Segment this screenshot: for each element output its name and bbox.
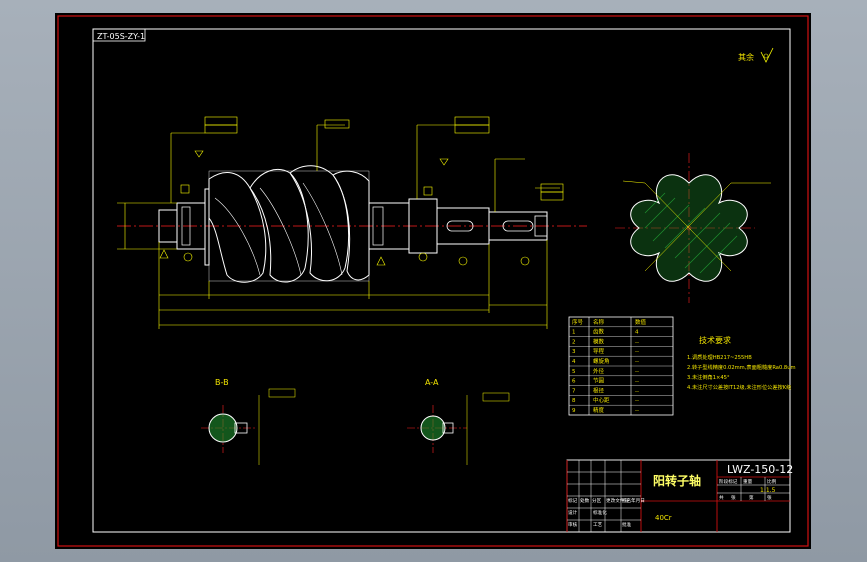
param-cell: 螺旋角 <box>593 357 610 365</box>
param-cell: 齿数 <box>593 328 605 336</box>
param-cell: -- <box>635 369 639 375</box>
title-block: 阳转子轴 LWZ-150-12 40Cr 1:1.5 标记处数分区更改文件号签名… <box>566 459 793 533</box>
rotor-lobe-2 <box>249 169 309 283</box>
param-cell: -- <box>635 339 639 345</box>
shaft-end-thread <box>534 215 548 237</box>
section-a: A-A <box>407 378 510 465</box>
param-cell: -- <box>635 349 639 355</box>
corner-code-box <box>92 28 146 42</box>
shaft-step-left-4 <box>204 188 210 266</box>
drawing-number: LWZ-150-12 <box>727 463 793 476</box>
keyway-1 <box>446 220 474 232</box>
rotor-shaft-main-view <box>117 165 587 283</box>
rotor-lobe-4 <box>332 170 370 281</box>
param-cell: 6 <box>572 379 576 385</box>
title-block-cell: 张 <box>767 494 772 501</box>
param-cell: 模数 <box>593 337 605 345</box>
datum-markers <box>159 150 530 266</box>
param-cell: 1 <box>572 330 576 336</box>
param-cell: 导程 <box>593 347 605 355</box>
drawing-canvas[interactable]: ZT-05S-ZY-1 其余 <box>55 13 811 549</box>
param-cell: 9 <box>572 408 576 414</box>
rotor-helix-1 <box>214 197 261 276</box>
tech-req-line: 4.未注尺寸公差按IT12级,未注形位公差按K级 <box>687 383 791 391</box>
tech-req-line: 2.转子型线精度0.02mm,表面粗糙度Ra0.8um <box>687 363 796 371</box>
technical-requirements: 技术要求 1.调质处理HB217~255HB 2.转子型线精度0.02mm,表面粗… <box>687 335 796 391</box>
title-block-cell: 比例 <box>767 478 777 485</box>
param-cell: 外径 <box>593 367 605 375</box>
title-block-cell: 重量 <box>743 478 753 485</box>
param-header-cell: 序号 <box>572 318 584 326</box>
section-label-b: B-B <box>215 378 229 387</box>
tech-req-line: 3.未注倒角1×45° <box>687 373 730 381</box>
title-block-cell: 标准化 <box>593 509 607 516</box>
param-cell: 4 <box>635 330 639 336</box>
outer-frame <box>57 15 809 547</box>
title-block-cell: 审核 <box>568 521 578 528</box>
keyway-2 <box>502 220 534 232</box>
title-block-cell: 标记 <box>568 497 578 504</box>
roughness-note: 其余 <box>738 52 754 62</box>
title-block-cell: 张 <box>731 494 736 501</box>
part-name: 阳转子轴 <box>653 473 701 488</box>
inner-frame <box>92 28 791 533</box>
tech-req-line: 1.调质处理HB217~255HB <box>687 353 752 361</box>
section-label-a: A-A <box>425 378 439 387</box>
param-cell: 节圆 <box>593 377 605 385</box>
material: 40Cr <box>655 514 672 522</box>
roughness-circle-icon <box>763 53 769 59</box>
rotor-lobe-3 <box>289 165 350 282</box>
param-cell: -- <box>635 398 639 404</box>
param-cell: 精度 <box>593 406 605 414</box>
title-block-cell: 阶段标记 <box>719 478 738 485</box>
parameter-table: 序号 名称 数值 1 齿数 4 2 模数 -- 3 导程 -- 4 螺旋角 -- 5 外径 -- 6 节圆 -- 7 根径 -… <box>568 316 674 416</box>
param-cell: 中心距 <box>593 396 610 404</box>
section-b: B-B <box>201 378 296 465</box>
shaft-step-left-3 <box>181 206 191 246</box>
param-cell: 根径 <box>593 386 605 394</box>
param-cell: 7 <box>572 388 576 394</box>
param-cell: 4 <box>572 359 576 365</box>
tolerance-frames <box>180 116 564 201</box>
param-cell: -- <box>635 359 639 365</box>
rotor-end-section <box>615 153 771 303</box>
tech-req-title: 技术要求 <box>699 335 731 345</box>
shaft-step-right-2 <box>372 206 384 246</box>
param-header-cell: 名称 <box>593 318 605 326</box>
param-cell: 3 <box>572 349 576 355</box>
title-block-cell: 更改文件号 <box>606 497 629 504</box>
param-header-cell: 数值 <box>635 318 647 326</box>
param-cell: 2 <box>572 339 576 345</box>
title-block-cell: 处数 <box>580 497 590 504</box>
corner-code: ZT-05S-ZY-1 <box>97 32 145 41</box>
title-block-cell: 共 <box>719 494 724 501</box>
rotor-helix-3 <box>302 182 343 276</box>
param-cell: -- <box>635 388 639 394</box>
title-block-cell: 年月日 <box>631 497 645 504</box>
rotor-helix-2 <box>259 187 302 276</box>
title-block-cell: 设计 <box>568 509 578 516</box>
drawing-sheet: ZT-05S-ZY-1 其余 <box>55 13 811 549</box>
scale: 1:1.5 <box>760 487 776 494</box>
param-cell: 8 <box>572 398 576 404</box>
param-cell: 5 <box>572 369 576 375</box>
title-block-cell: 第 <box>749 494 754 501</box>
title-block-cell: 签名 <box>622 497 631 504</box>
title-block-cell: 分区 <box>592 497 602 504</box>
roughness-symbol-icon <box>760 47 774 63</box>
title-block-cell: 批准 <box>622 521 632 528</box>
param-cell: -- <box>635 379 639 385</box>
rotor-lobe-1 <box>208 172 267 283</box>
param-cell: -- <box>635 408 639 414</box>
title-block-cell: 工艺 <box>593 522 603 528</box>
main-dimensions <box>117 124 560 329</box>
